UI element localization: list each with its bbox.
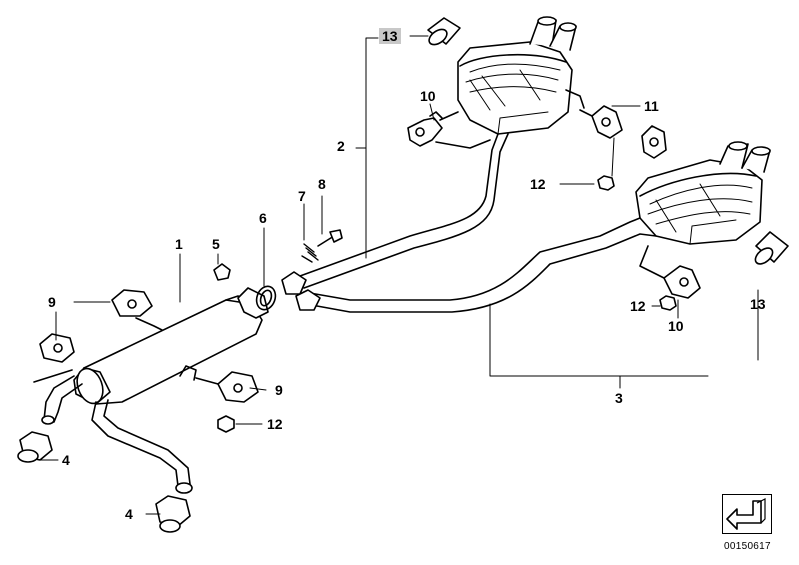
document-number: 00150617 — [724, 541, 771, 552]
clip-5 — [213, 263, 231, 281]
nut-12-right — [659, 295, 677, 311]
label-part-4-lower: 4 — [125, 506, 133, 522]
label-part-3: 3 — [615, 390, 623, 406]
label-part-9-upper: 9 — [48, 294, 56, 310]
label-part-4-upper: 4 — [62, 452, 70, 468]
label-part-12-right: 12 — [630, 298, 646, 314]
nut-12-upper — [597, 175, 615, 191]
rear-silencer-right — [635, 141, 771, 245]
pipe-clamp-4-upper — [17, 431, 53, 463]
tailpipe-tip-13-top — [427, 17, 461, 46]
bolt-8 — [317, 229, 343, 247]
label-part-8: 8 — [318, 176, 326, 192]
pipe-clamp-4-lower — [155, 495, 191, 533]
back-arrow-icon — [726, 498, 766, 530]
tailpipe-tip-13-right — [754, 231, 789, 265]
label-part-1: 1 — [175, 236, 183, 252]
label-part-2: 2 — [337, 138, 345, 154]
label-part-9-lower: 9 — [275, 382, 283, 398]
label-part-13-right: 13 — [750, 296, 766, 312]
label-part-10-top: 10 — [420, 88, 436, 104]
label-part-6: 6 — [259, 210, 267, 226]
front-silencer — [33, 287, 269, 494]
hanger-clamp-left — [39, 333, 75, 363]
back-navigation-button[interactable] — [722, 494, 772, 534]
hanger-clamp-9-lower — [195, 371, 259, 403]
label-part-10-right: 10 — [668, 318, 684, 334]
rear-silencer-left — [439, 16, 585, 135]
hanger-bracket-10-right — [639, 245, 701, 299]
connecting-pipes — [281, 133, 657, 313]
label-part-13-top-highlighted[interactable]: 13 — [379, 28, 401, 44]
label-part-7: 7 — [298, 188, 306, 204]
nut-12-lower — [217, 415, 235, 433]
leader-lines — [37, 35, 759, 515]
label-part-12-upper: 12 — [530, 176, 546, 192]
hanger-bracket-11 — [579, 105, 667, 159]
hanger-clamp-9-upper — [111, 289, 163, 331]
gasket-6 — [255, 285, 277, 311]
hanger-bracket-10-top — [407, 111, 491, 149]
label-part-11: 11 — [644, 98, 659, 114]
spring-7 — [301, 243, 319, 263]
label-part-5: 5 — [212, 236, 220, 252]
label-part-12-lower: 12 — [267, 416, 283, 432]
